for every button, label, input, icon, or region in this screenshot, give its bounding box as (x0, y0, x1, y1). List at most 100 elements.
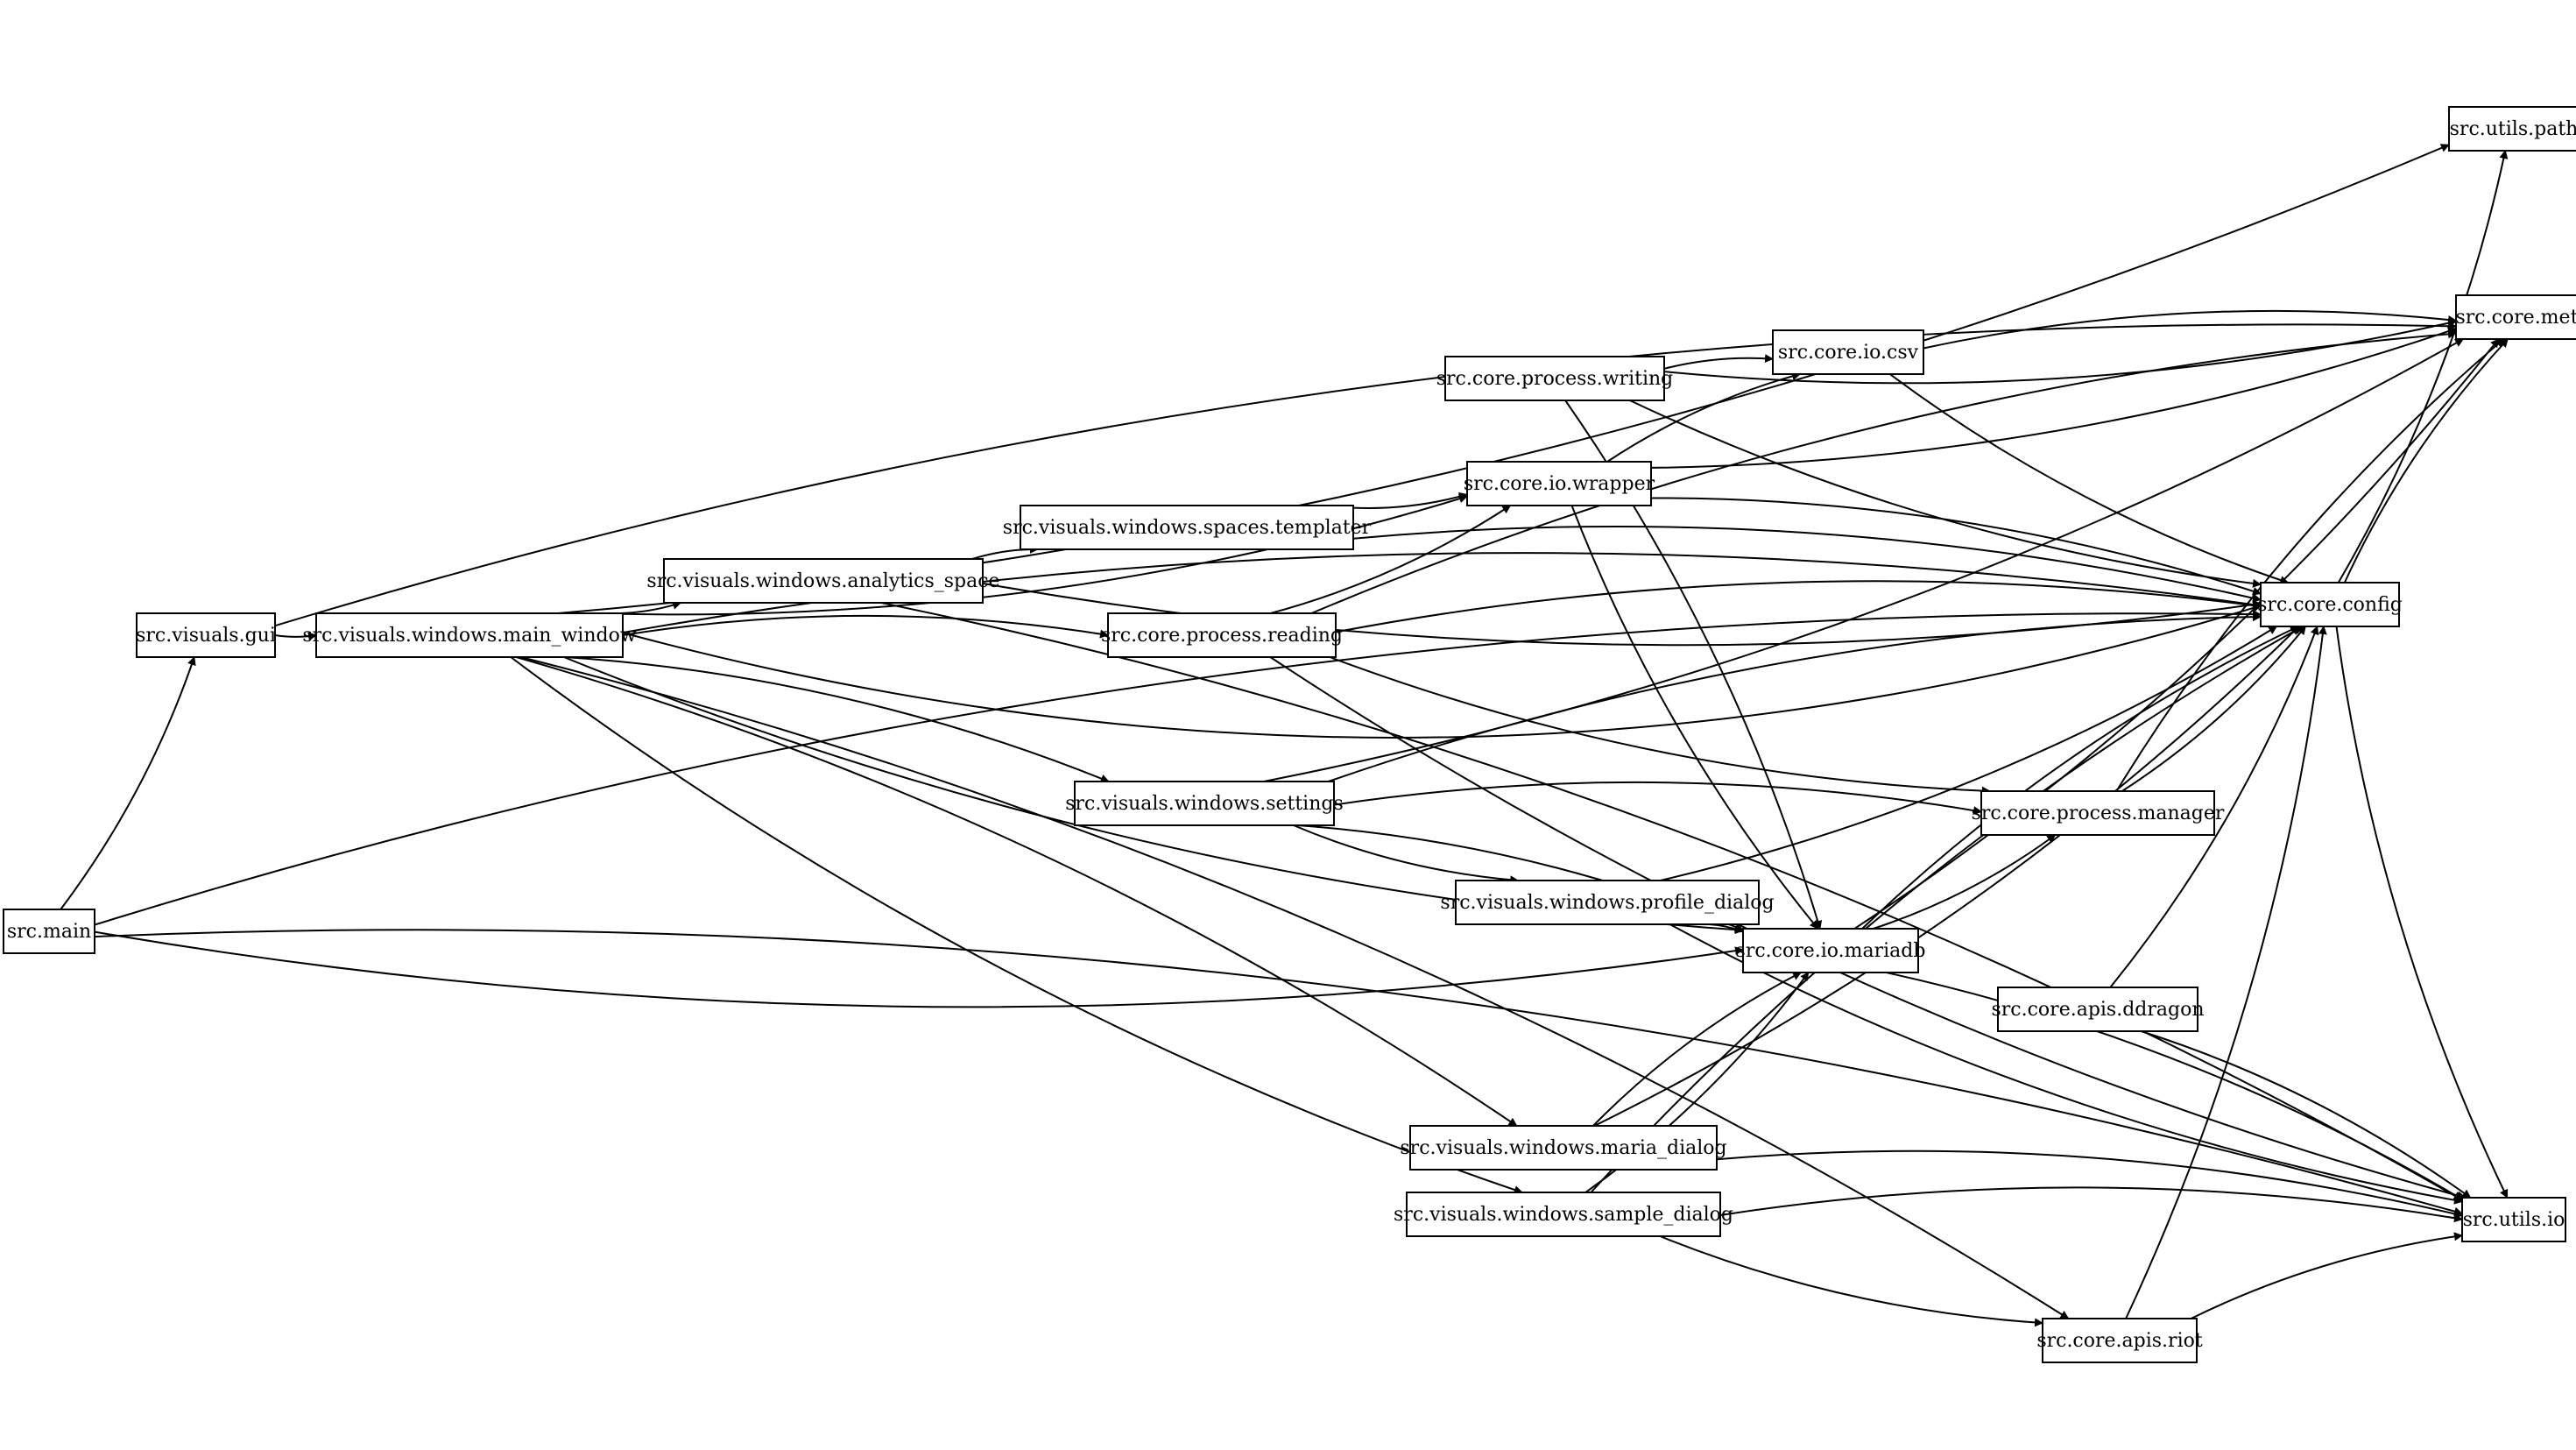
edge-path (1592, 972, 1802, 1127)
edge-riot-to-io (2191, 1232, 2463, 1319)
edge-riot-to-config (2125, 626, 2327, 1319)
edge-main_window-to-settings (565, 656, 1110, 783)
edge-gui-to-main_window (274, 632, 317, 641)
node-label: src.core.io.wrapper (1464, 473, 1655, 495)
edge-path (2125, 626, 2327, 1319)
edge-main_window-to-maria_dialog (516, 656, 1518, 1127)
edge-ddragon-to-io (2141, 1030, 2472, 1199)
edge-templater-to-config (1352, 525, 2262, 603)
edge-main-to-config (94, 610, 2262, 926)
edge-path (880, 602, 2463, 1201)
node-box (1020, 505, 1354, 550)
node-label: src.core.io.mariadb (1736, 940, 1926, 962)
node-label: src.core.process.manager (1972, 803, 2225, 824)
node-box (1455, 880, 1760, 925)
node-box (1997, 987, 2198, 1032)
edge-reading-to-io (1269, 656, 2467, 1200)
node-maria-dialog: src.visuals.windows.maria_dialog (1400, 1125, 1727, 1171)
edge-path (510, 656, 1523, 1194)
edge-path (1853, 338, 2500, 930)
node-box (663, 558, 984, 604)
node-label: src.visuals.windows.settings (1065, 793, 1344, 815)
edge-path (1333, 781, 1982, 816)
edge-analytics_space-to-templater (971, 544, 1039, 560)
node-box (2448, 106, 2576, 152)
node-label: src.visuals.windows.spaces.templater (1003, 517, 1372, 539)
node-box (2455, 294, 2576, 340)
node-main: src.main (3, 909, 95, 954)
edge-path (2335, 626, 2509, 1199)
edge-templater-to-wrapper (1352, 492, 1468, 509)
edge-path (2343, 338, 2509, 584)
node-box (1980, 790, 2215, 836)
node-box (1444, 356, 1665, 401)
edge-path (1593, 626, 2300, 1127)
edge-wrapper-to-meta (1650, 327, 2457, 469)
edge-wrapper-to-mariadb (1570, 505, 1819, 930)
node-reading: src.core.process.reading (1101, 612, 1343, 658)
node-mariadb: src.core.io.mariadb (1736, 928, 1926, 973)
edge-settings-to-manager (1333, 781, 1982, 816)
node-box (1074, 781, 1335, 826)
node-gui: src.visuals.gui (136, 612, 276, 658)
edge-path (2337, 150, 2509, 584)
edge-path (622, 614, 1109, 639)
edge-path (2109, 626, 2319, 988)
node-box (1772, 329, 1924, 375)
edge-path (1263, 338, 2465, 782)
edge-path (2141, 1030, 2472, 1199)
edge-path (2115, 338, 2505, 792)
node-writing: src.core.process.writing (1436, 356, 1674, 401)
edge-path (1923, 309, 2457, 350)
edge-main-to-gui (60, 656, 196, 910)
node-label: src.core.apis.riot (2036, 1330, 2203, 1352)
node-config: src.core.config (2257, 582, 2403, 627)
edge-sample_dialog-to-io (1719, 1186, 2463, 1223)
edge-path (1606, 371, 1801, 463)
edge-path (516, 656, 1518, 1127)
edge-path (1719, 1186, 2463, 1223)
edge-path (520, 656, 2070, 1319)
edges-layer (60, 144, 2509, 1327)
edge-sample_dialog-to-riot (1659, 1235, 2043, 1327)
edge-path (1716, 1149, 2463, 1219)
node-box (136, 612, 276, 658)
node-label: src.core.process.writing (1436, 368, 1674, 390)
edge-path (1873, 834, 2057, 930)
edge-manager-to-config (2121, 626, 2306, 792)
node-label: src.core.io.csv (1778, 342, 1919, 364)
node-sample-dialog: src.visuals.windows.sample_dialog (1394, 1192, 1733, 1237)
node-box (2042, 1318, 2198, 1363)
edge-path (274, 322, 2457, 627)
node-box (315, 612, 624, 658)
node-wrapper: src.core.io.wrapper (1464, 461, 1655, 506)
edge-config-to-io (2335, 626, 2509, 1199)
node-label: src.visuals.windows.analytics_space (646, 570, 999, 592)
edge-path (1570, 505, 1819, 930)
edge-main_window-to-riot (520, 656, 2070, 1319)
edge-manager-to-meta (2115, 338, 2505, 792)
edge-path (1659, 1235, 2043, 1327)
edge-maria_dialog-to-config (1593, 626, 2300, 1127)
node-templater: src.visuals.windows.spaces.templater (1003, 505, 1372, 550)
edge-settings-to-meta (1263, 338, 2465, 782)
edge-settings-to-config (1328, 612, 2262, 782)
node-label: src.visuals.windows.profile_dialog (1440, 892, 1774, 914)
edge-maria_dialog-to-mariadb (1592, 972, 1802, 1127)
edge-mariadb-to-io (1886, 972, 2463, 1200)
node-label: src.core.meta (2455, 307, 2576, 329)
edge-writing-to-csv (1663, 354, 1774, 370)
node-label: src.main (7, 921, 91, 943)
edge-path (1669, 923, 2463, 1205)
node-box (2260, 582, 2400, 627)
edge-mariadb-to-manager (1873, 834, 2057, 930)
node-label: src.visuals.windows.sample_dialog (1394, 1204, 1733, 1226)
edge-reading-to-wrapper (1270, 505, 1512, 614)
edge-main_window-to-config (622, 604, 2262, 739)
edge-csv-to-meta (1923, 309, 2457, 350)
node-box (2461, 1197, 2566, 1242)
node-label: src.core.config (2257, 594, 2403, 616)
node-label: src.core.apis.ddragon (1991, 999, 2204, 1021)
edge-path (1352, 525, 2262, 603)
